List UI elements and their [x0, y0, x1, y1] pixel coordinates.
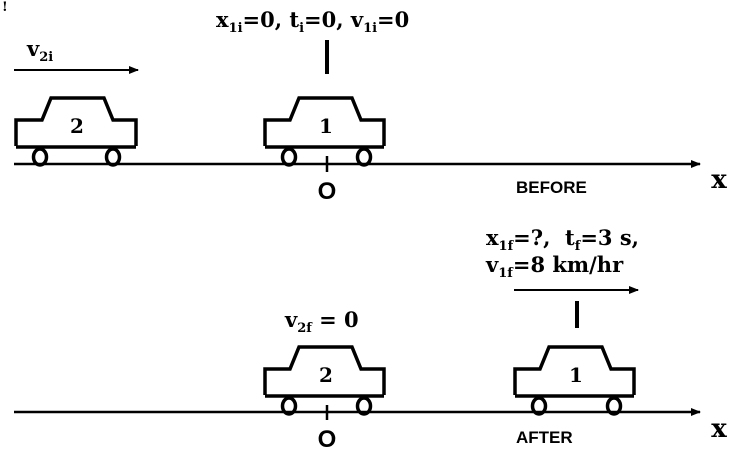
wheel-icon: [605, 396, 623, 416]
origin-label: O: [318, 426, 337, 452]
car-1-after: 1: [513, 345, 636, 416]
wheel-icon: [280, 147, 298, 167]
wheel-icon: [104, 147, 122, 167]
wheel-icon: [355, 396, 373, 416]
wheel-icon: [355, 147, 373, 167]
wheel-icon: [31, 147, 49, 167]
corner-mark: !: [2, 0, 8, 15]
before-caption: BEFORE: [516, 178, 587, 197]
car2-initial-velocity-label: v2i: [26, 36, 53, 65]
car-1-before: 1: [263, 96, 386, 167]
car-number: 2: [70, 114, 84, 138]
axis-label: x: [711, 414, 727, 444]
before-panel: v2i x1i=0, ti=0, v1i=0 2 1 O x BEFO: [14, 7, 727, 205]
wheel-icon: [530, 396, 548, 416]
axis-label: x: [711, 165, 727, 195]
car-number: 1: [319, 114, 333, 138]
after-caption: AFTER: [516, 428, 573, 447]
car1-final-conditions-line2: v1f=8 km/hr: [485, 252, 624, 281]
after-panel: x1f=?, tf=3 s, v1f=8 km/hr v2f = 0 2 1: [14, 225, 727, 452]
car2-final-velocity-label: v2f = 0: [284, 307, 359, 336]
wheel-icon: [280, 396, 298, 416]
car1-final-conditions-line1: x1f=?, tf=3 s,: [486, 225, 639, 254]
car-number: 1: [569, 363, 583, 387]
car-number: 2: [319, 363, 333, 387]
car1-initial-conditions: x1i=0, ti=0, v1i=0: [216, 7, 409, 36]
origin-label: O: [318, 178, 337, 205]
car-2-after: 2: [263, 345, 386, 416]
car-2-before: 2: [14, 96, 138, 167]
